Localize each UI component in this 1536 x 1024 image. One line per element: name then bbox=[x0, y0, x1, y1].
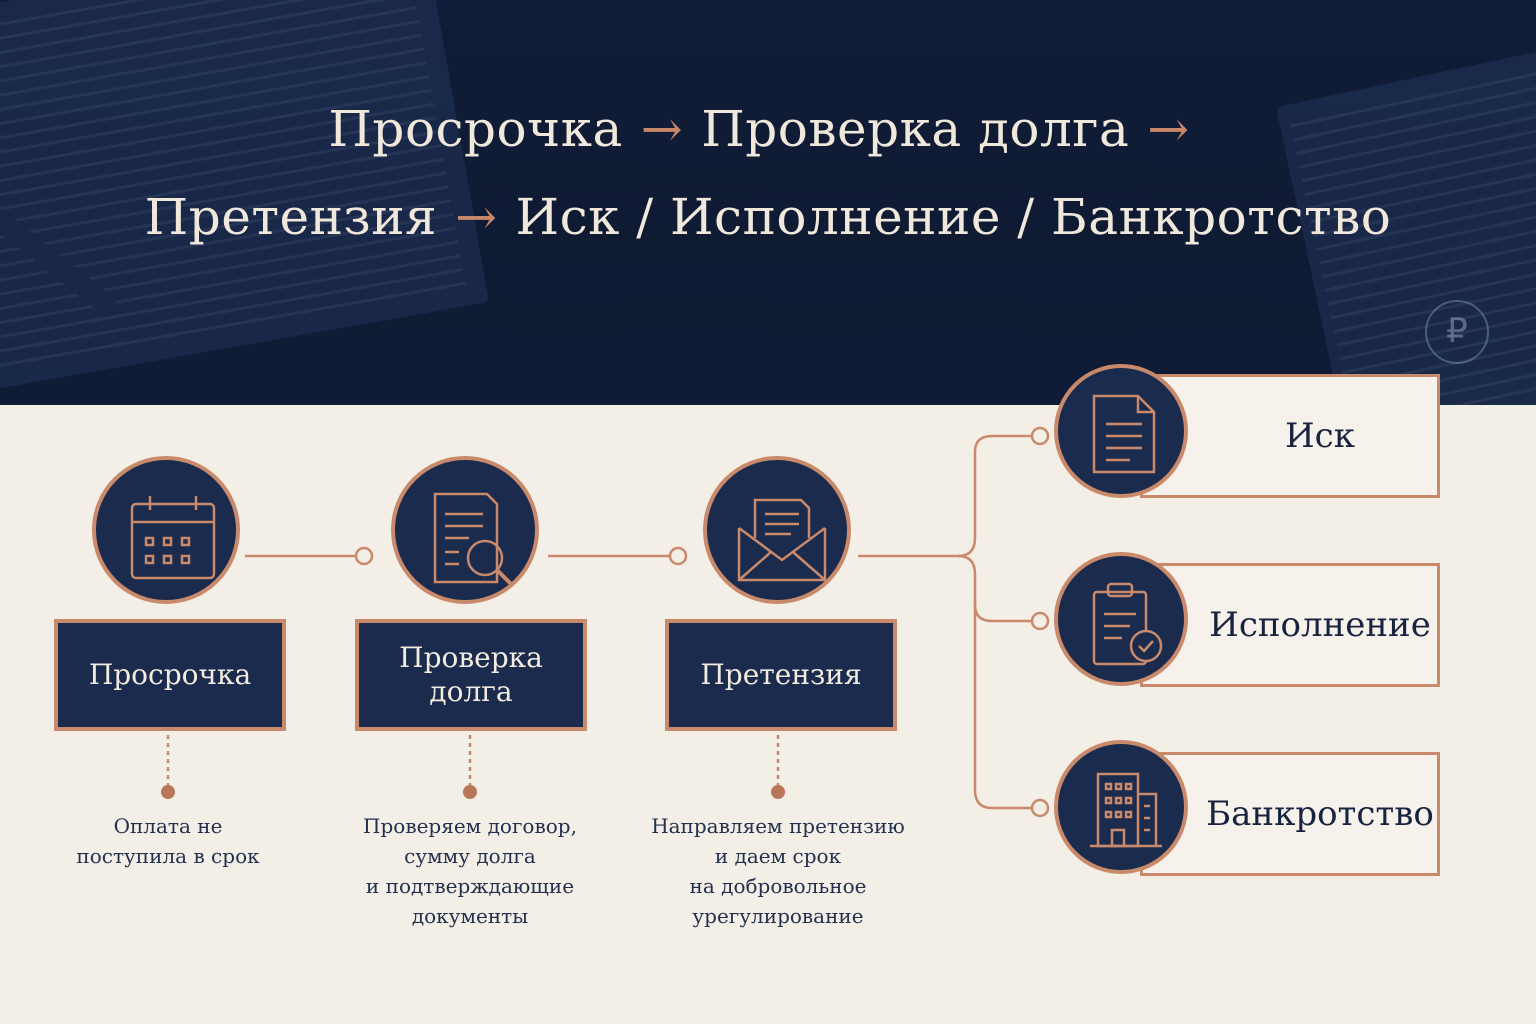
building-icon bbox=[1090, 772, 1162, 848]
step-claim-description: Направляем претензию и даем срок на добр… bbox=[651, 814, 905, 928]
outcome-label: Иск bbox=[1285, 416, 1355, 456]
document-icon bbox=[1092, 394, 1156, 474]
arrow-icon: → bbox=[455, 188, 498, 246]
title-line-2: Претензия → Иск / Исполнение / Банкротство bbox=[0, 188, 1536, 246]
ruble-stamp-icon: ₽ bbox=[1425, 300, 1489, 364]
title-step-overdue: Просрочка bbox=[328, 100, 623, 158]
arrow-icon: → bbox=[640, 100, 684, 158]
step-debt-check-description: Проверяем договор, сумму долга и подтвер… bbox=[363, 814, 577, 928]
envelope-letter-icon bbox=[737, 498, 827, 582]
outcome-lawsuit-box: Иск bbox=[1140, 374, 1440, 498]
arrow-icon: → bbox=[1147, 100, 1190, 158]
hero-banner: ₽ Просрочка → Проверка долга → Претензия → Ис… bbox=[0, 0, 1536, 405]
step-label: Просрочка bbox=[88, 658, 252, 691]
step-overdue-box: Просрочка bbox=[54, 619, 286, 731]
step-label: Претензия bbox=[700, 658, 862, 691]
step-claim-box: Претензия bbox=[665, 619, 897, 731]
outcome-lawsuit-circle bbox=[1054, 364, 1188, 498]
clipboard-check-icon bbox=[1092, 582, 1163, 666]
outcome-bankruptcy-circle bbox=[1054, 740, 1188, 874]
document-search-icon bbox=[433, 492, 515, 588]
step-claim-circle bbox=[703, 456, 851, 604]
title-line-1: Просрочка → Проверка долга → bbox=[0, 100, 1536, 158]
title-step-debt-check: Проверка долга bbox=[701, 100, 1130, 158]
calendar-icon bbox=[130, 496, 216, 580]
step-debt-check-circle bbox=[391, 456, 539, 604]
step-overdue-description: Оплата не поступила в срок bbox=[76, 814, 260, 868]
outcome-label: Банкротство bbox=[1206, 794, 1434, 834]
title-outcomes: Иск / Исполнение / Банкротство bbox=[515, 188, 1392, 246]
title-step-claim: Претензия bbox=[144, 188, 438, 246]
outcome-enforcement-box: Исполнение bbox=[1140, 563, 1440, 687]
outcome-label: Исполнение bbox=[1209, 605, 1431, 645]
outcome-bankruptcy-box: Банкротство bbox=[1140, 752, 1440, 876]
step-overdue-circle bbox=[92, 456, 240, 604]
outcome-enforcement-circle bbox=[1054, 552, 1188, 686]
